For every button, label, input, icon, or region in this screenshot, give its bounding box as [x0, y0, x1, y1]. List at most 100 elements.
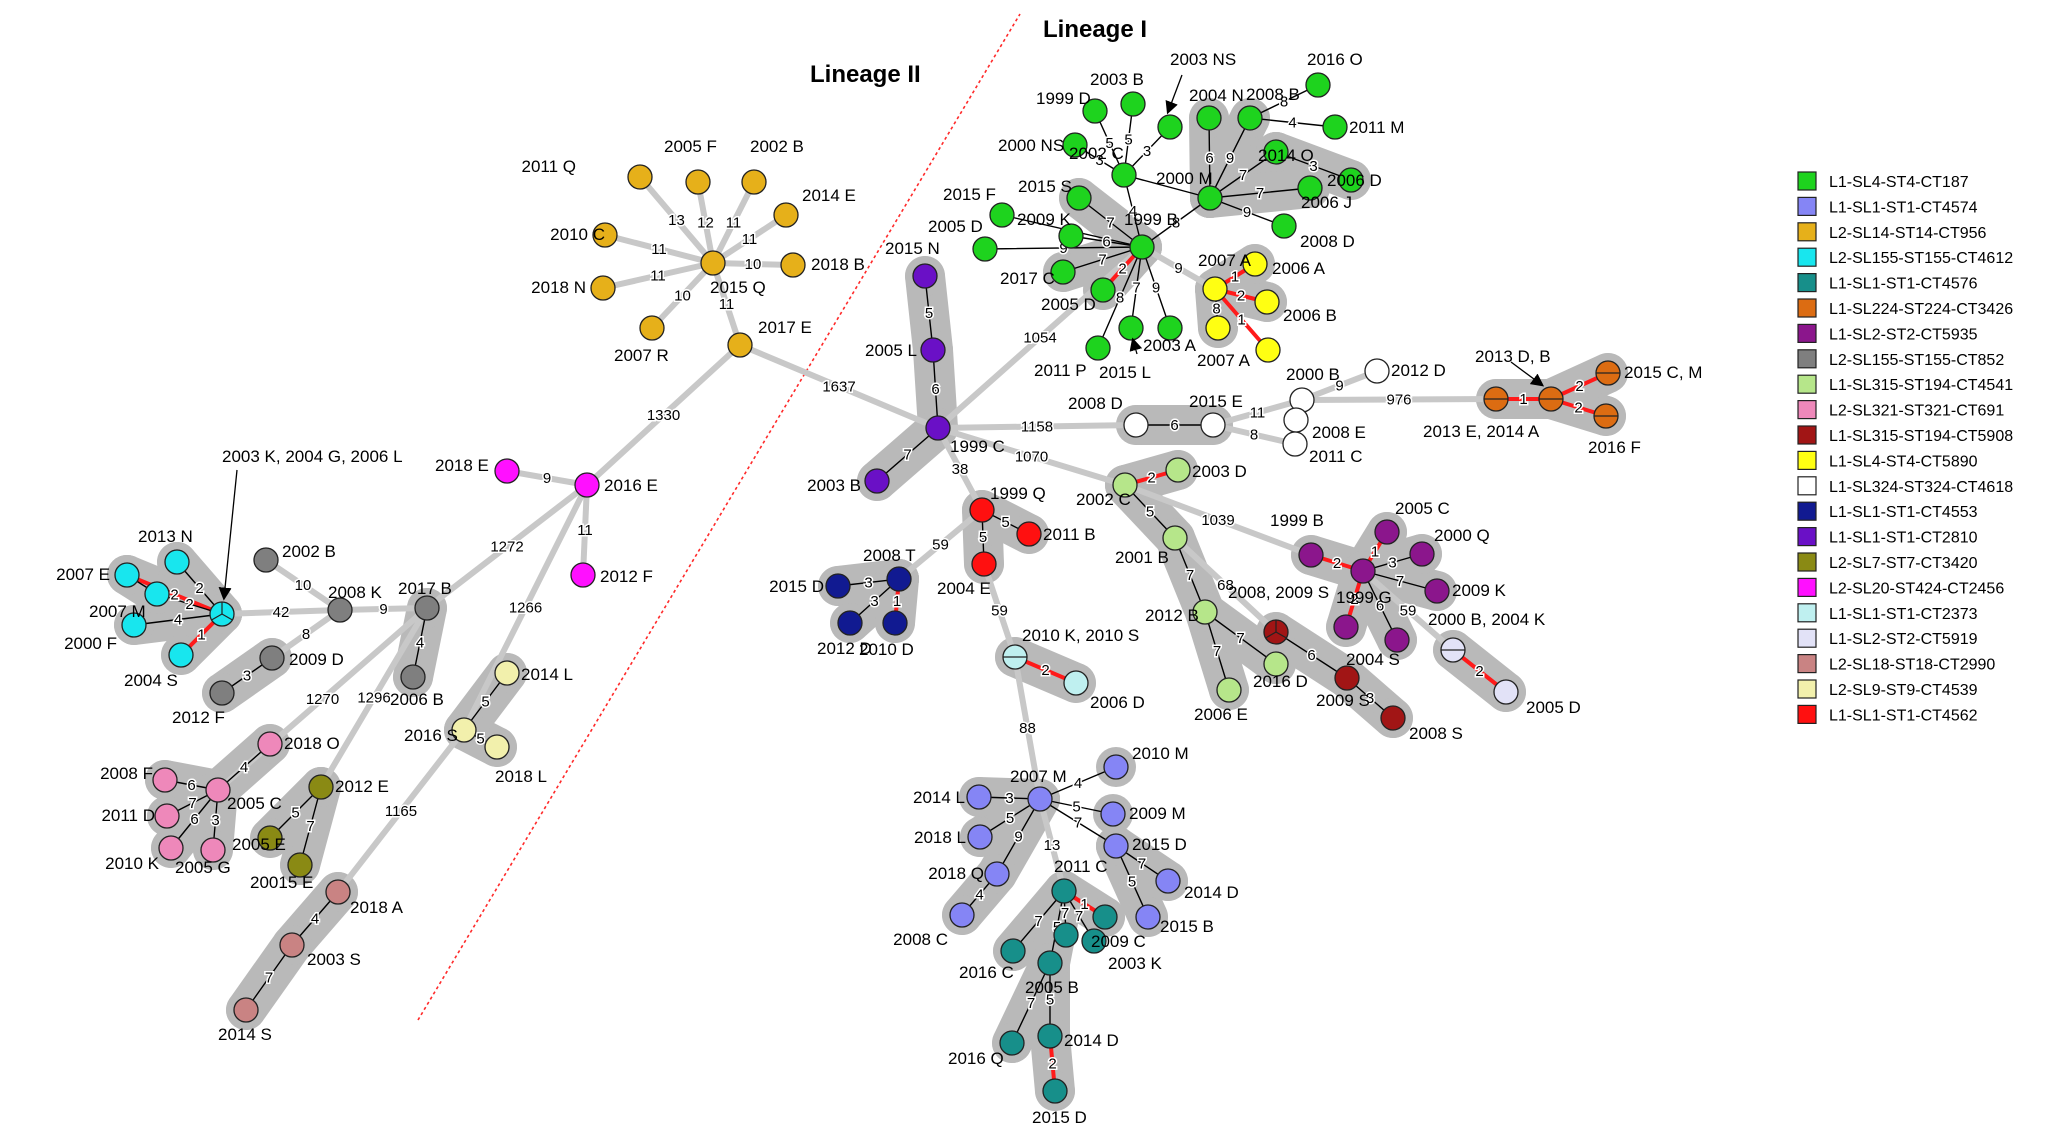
edge-weight-label: 1: [197, 627, 205, 644]
isolate-node-2009-k: [1058, 223, 1084, 249]
isolate-label: 2009 K: [1452, 581, 1507, 600]
isolate-node-2004-n: [1196, 105, 1222, 131]
isolate-label: 2016 S: [404, 726, 458, 745]
edge-weight-label: 3: [243, 668, 251, 685]
isolate-node-2003-b: [1120, 91, 1146, 117]
isolate-node-2008-f: [152, 767, 178, 793]
isolate-node-1999-b: [1298, 542, 1324, 568]
edge-weight-label: 13: [668, 212, 685, 229]
edge-weight-label: 3: [870, 593, 878, 610]
isolate-node-2010-m: [1103, 754, 1129, 780]
node-circle: [1085, 335, 1111, 361]
isolate-node-2008-e: [1283, 407, 1309, 433]
isolate-label: 2003 D: [1192, 462, 1247, 481]
edge-puHub-pu2009K: [1362, 570, 1438, 592]
edge-weight-label: 7: [903, 447, 911, 464]
node-circle: [1092, 904, 1118, 930]
edge-weight-label: 13: [1044, 837, 1061, 854]
legend-swatch: [1797, 196, 1817, 216]
edge-weight-label: 5: [1128, 874, 1136, 891]
isolate-node-2012-d: [1364, 358, 1390, 384]
isolate-node-2003-k: [1081, 928, 1107, 954]
legend-item-l2-sl321-st321-ct691: L2-SL321-ST321-CT691: [1797, 400, 2004, 420]
node-circle: [1082, 98, 1108, 124]
edge-weight-label: 38: [952, 461, 969, 478]
edge-weight-label: 10: [674, 288, 691, 305]
isolate-node-2014-l: [966, 784, 992, 810]
node-circle: [1338, 167, 1364, 193]
node-circle: [773, 202, 799, 228]
legend-item-l2-sl9-st9-ct4539: L2-SL9-ST9-CT4539: [1797, 679, 1978, 699]
edge-weight-label: 9: [543, 470, 551, 487]
edge-weight-label: 4: [311, 911, 319, 928]
node-circle: [639, 315, 665, 341]
isolate-node-2018-e: [494, 458, 520, 484]
isolate-node-2000-ns: [1062, 132, 1088, 158]
edge-weight-label: 2: [1475, 663, 1483, 680]
node-circle: [1202, 276, 1228, 302]
node-circle: [259, 645, 285, 671]
isolate-node-2003-k-2004-g-2006-l: [209, 601, 235, 627]
node-circle: [114, 562, 140, 588]
node-circle: [925, 415, 951, 441]
node-circle: [400, 664, 426, 690]
isolate-label: 2013 D, B: [1475, 347, 1551, 366]
isolate-node-2007-r: [639, 315, 665, 341]
edge-w2000B-w2012D: [1299, 368, 1380, 403]
isolate-label: 2015 Q: [710, 278, 766, 297]
edge-weight-label: 1165: [385, 803, 417, 820]
legend-swatch: [1797, 653, 1817, 674]
isolate-node-2006-d: [1063, 670, 1089, 696]
isolate-label: 2006 B: [1283, 306, 1337, 325]
edge-weight-label: 4: [975, 887, 983, 904]
node-circle: [1380, 705, 1406, 731]
node-circle: [1283, 407, 1309, 433]
edge-weight-label: 6: [1170, 417, 1178, 434]
isolate-node-2016-f: [1593, 403, 1619, 429]
isolate-label: 2018 B: [811, 255, 865, 274]
isolate-node-2001-b: [1162, 525, 1188, 551]
edge-weight-label: 7: [1256, 185, 1264, 202]
edge-weight-label: 3: [1095, 152, 1103, 169]
isolate-label: 2015 B: [1160, 917, 1214, 936]
isolate-node-2009-m: [1100, 801, 1126, 827]
node-circle: [154, 803, 180, 829]
edge-g1999B-g2003A: [1141, 246, 1171, 329]
isolate-node-2015-c-m: [1595, 360, 1621, 386]
edge-weight-label: 4: [416, 635, 424, 652]
isolate-node-2012-f: [209, 680, 235, 706]
edge-weight-label: 9: [1059, 240, 1067, 257]
edge-weight-label: 7: [1213, 643, 1221, 660]
isolate-label: 2013 E, 2014 A: [1423, 422, 1540, 441]
edge-weight-label: 9: [1335, 378, 1343, 395]
isolate-node-1999-c: [925, 415, 951, 441]
isolate-node-2008-2009-s: [1263, 619, 1289, 645]
edge-g2000M-g2006J: [1209, 187, 1311, 199]
isolate-label: 2018 E: [435, 456, 489, 475]
node-circle: [972, 236, 998, 262]
isolate-label: 2009 S: [1316, 691, 1370, 710]
node-circle: [1271, 213, 1297, 239]
node-circle: [1493, 679, 1519, 705]
isolate-node-2011-p: [1085, 335, 1111, 361]
isolate-label: 2011 D: [101, 806, 155, 825]
isolate-node-2010-k: [158, 835, 184, 861]
node-circle: [1384, 627, 1410, 653]
edge-g2000M-g2008D: [1209, 197, 1285, 227]
isolate-label: 2004 S: [1346, 650, 1400, 669]
isolate-label: 2006 D: [1327, 171, 1382, 190]
isolate-label: 2018 Q: [928, 864, 984, 883]
legend-label: L2-SL155-ST155-CT852: [1829, 352, 2004, 369]
isolate-label: 2007 A: [1198, 251, 1252, 270]
isolate-label: 2013 N: [138, 527, 193, 546]
node-circle: [1120, 91, 1146, 117]
isolate-label: 2018 O: [284, 734, 340, 753]
isolate-label: 2003 NS: [1170, 50, 1236, 69]
node-circle: [1254, 289, 1280, 315]
isolate-label: 20015 E: [250, 873, 313, 892]
node-circle: [168, 642, 194, 668]
edge-g2008K-cHub: [219, 607, 343, 617]
node-circle: [1157, 114, 1183, 140]
isolate-label: 2012 F: [600, 567, 653, 586]
edge-weight-label: 11: [651, 241, 667, 258]
